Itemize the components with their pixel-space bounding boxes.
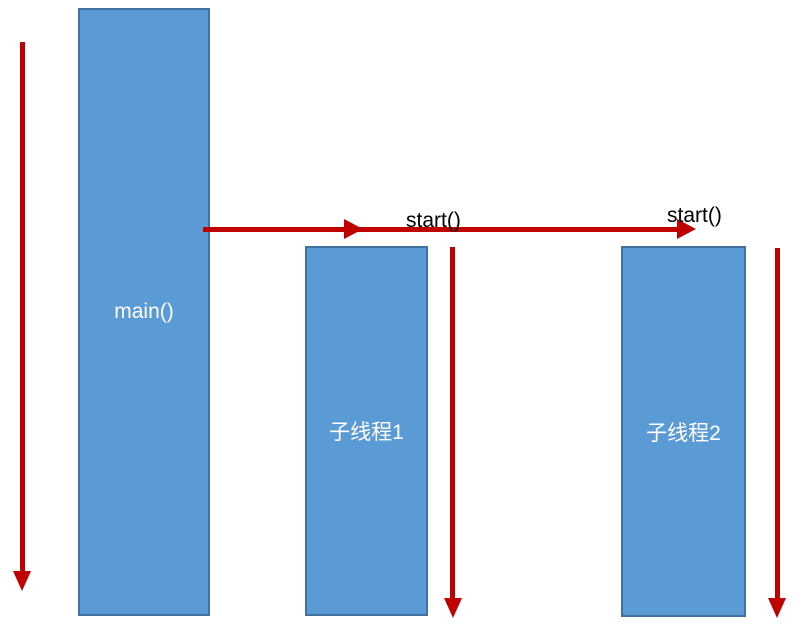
child-thread-1-lifeline-arrow-head-icon: [444, 598, 462, 618]
child-thread-2-lifeline-arrow-line: [775, 248, 780, 598]
main-lifeline-arrow-line: [20, 42, 25, 572]
start-call-arrowhead-2-icon: [677, 219, 696, 239]
start-call-label-2: start(): [667, 204, 722, 227]
start-call-arrowhead-1-icon: [344, 219, 363, 239]
start-call-arrow-line: [203, 227, 680, 232]
child-thread-1-label: 子线程1: [329, 421, 404, 444]
child-thread-2-lifeline-arrow-head-icon: [768, 598, 786, 618]
child-thread-1-lifeline-arrow-line: [450, 247, 455, 598]
child-thread-2-label: 子线程2: [646, 421, 721, 445]
main-lifeline-arrow-head-icon: [13, 571, 31, 591]
child-thread-2-box: 子线程2: [621, 246, 746, 617]
main-thread-label: main(): [114, 300, 174, 323]
start-call-label-1: start(): [406, 209, 461, 232]
child-thread-1-box: 子线程1: [305, 246, 428, 616]
main-thread-box: main(): [78, 8, 210, 616]
